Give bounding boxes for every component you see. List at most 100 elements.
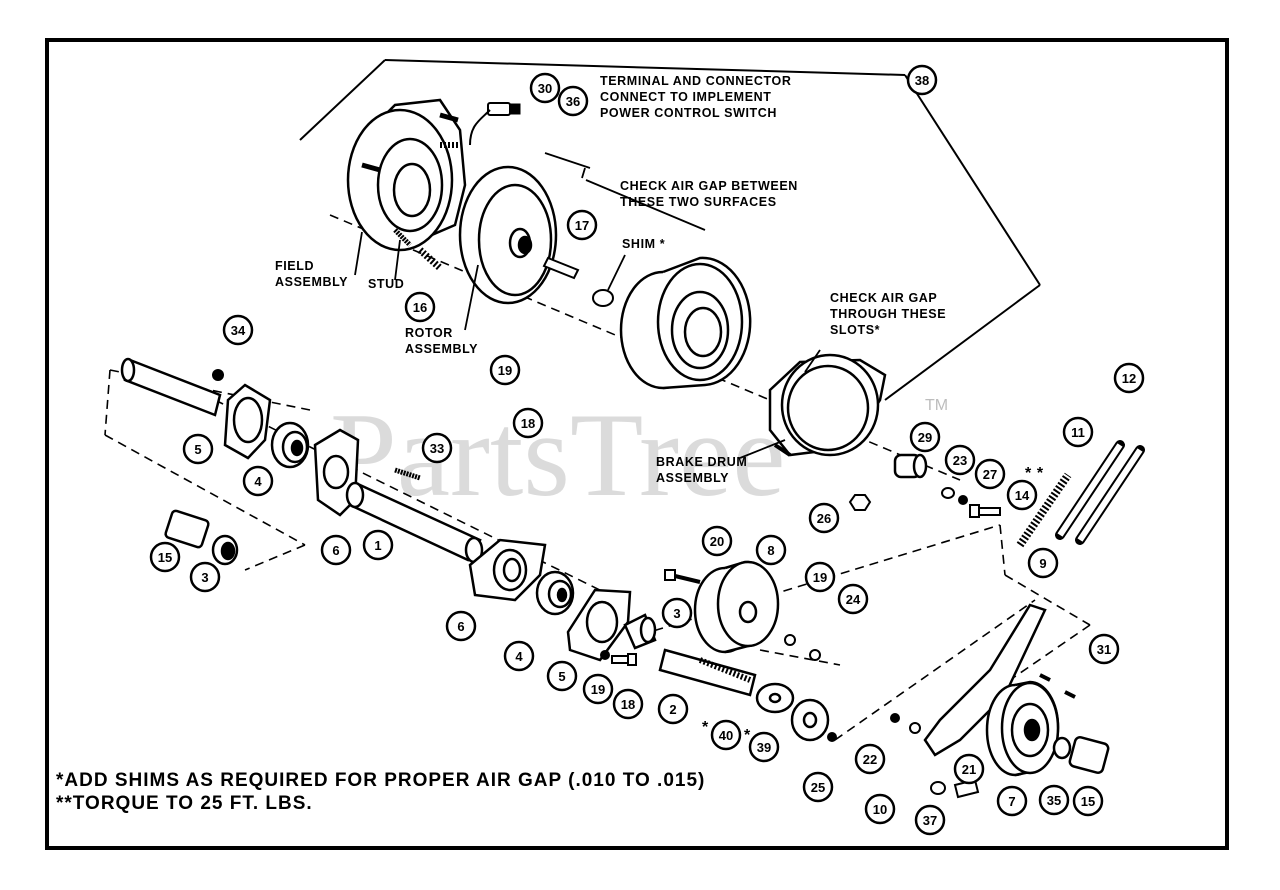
watermark-tm: TM — [925, 397, 948, 414]
part-19-washer-right — [784, 634, 796, 646]
callout-circle-3 — [661, 597, 693, 629]
callout-number-16: 16 — [413, 300, 427, 315]
splined-shaft — [120, 357, 222, 417]
callout-number-22: 22 — [863, 752, 877, 767]
callout-number-2: 2 — [669, 702, 676, 717]
callout-number-29: 29 — [918, 430, 932, 445]
callout-number-19: 19 — [813, 570, 827, 585]
callout-number-39: 39 — [757, 740, 771, 755]
callout-circle-27 — [974, 458, 1006, 490]
rotor-assembly — [458, 165, 558, 305]
callout-circle-38 — [906, 64, 938, 96]
label-terminal-line2: CONNECT TO IMPLEMENT — [600, 90, 772, 104]
callout-number-15: 15 — [158, 550, 172, 565]
note-torque: **TORQUE TO 25 FT. LBS. — [56, 793, 313, 814]
part-9-arm — [923, 603, 1047, 757]
label-stud: STUD — [368, 277, 404, 291]
part-4-bearing-center — [535, 570, 575, 616]
label-star-39: * — [744, 727, 751, 744]
callout-number-20: 20 — [710, 534, 724, 549]
callout-number-6: 6 — [457, 619, 464, 634]
label-airgap-slots-line3: SLOTS* — [830, 323, 880, 337]
callout-circle-17 — [566, 209, 598, 241]
label-rotor-line1: ROTOR — [405, 326, 453, 340]
part-10-washer — [909, 722, 921, 734]
callout-number-23: 23 — [953, 453, 967, 468]
part-12-rods — [1055, 440, 1145, 545]
part-5-flange-left — [223, 383, 272, 460]
callout-number-18: 18 — [521, 416, 535, 431]
label-field-line2: ASSEMBLY — [275, 275, 348, 289]
part-25-nut — [827, 732, 837, 742]
callout-number-11: 11 — [1071, 425, 1085, 440]
part-19-nut-center — [600, 650, 610, 660]
callout-circle-22 — [854, 743, 886, 775]
label-torque-stars: * * — [1025, 465, 1044, 482]
part-1-tube — [345, 481, 484, 564]
callout-circle-18 — [512, 407, 544, 439]
callout-circle-20 — [701, 525, 733, 557]
part-16-screw — [417, 247, 443, 271]
callout-circle-19 — [582, 673, 614, 705]
callout-circle-15 — [1072, 785, 1104, 817]
callout-number-38: 38 — [915, 73, 929, 88]
callout-circle-35 — [1038, 784, 1070, 816]
part-22-nut — [890, 713, 900, 723]
callout-number-35: 35 — [1047, 793, 1061, 808]
callout-number-15: 15 — [1081, 794, 1095, 809]
part-26-nut — [848, 494, 872, 511]
part-17-key — [542, 256, 580, 280]
callout-circle-40 — [710, 719, 742, 751]
callout-number-34: 34 — [231, 323, 246, 338]
callout-circle-19 — [804, 561, 836, 593]
callout-circle-21 — [953, 753, 985, 785]
label-airgap-slots-line1: CHECK AIR GAP — [830, 291, 937, 305]
part-24-nut — [809, 649, 821, 661]
part-8-pulley — [693, 560, 780, 654]
label-rotor-line2: ASSEMBLY — [405, 342, 478, 356]
callout-circle-2 — [657, 693, 689, 725]
part-35-ring — [1052, 736, 1072, 760]
callout-number-19: 19 — [498, 363, 512, 378]
part-34-nut — [212, 369, 224, 381]
callout-number-8: 8 — [767, 543, 774, 558]
label-brake-line2: ASSEMBLY — [656, 471, 729, 485]
callout-circle-19 — [489, 354, 521, 386]
callout-number-30: 30 — [538, 81, 552, 96]
watermark: PartsTree — [330, 388, 786, 521]
callout-circle-23 — [944, 444, 976, 476]
callout-circle-4 — [242, 465, 274, 497]
callout-number-9: 9 — [1039, 556, 1046, 571]
callout-number-37: 37 — [923, 813, 937, 828]
callout-number-40: 40 — [719, 728, 733, 743]
callout-circle-37 — [914, 804, 946, 836]
callout-number-18: 18 — [621, 697, 635, 712]
callout-circle-16 — [404, 291, 436, 323]
callout-circle-9 — [1027, 547, 1059, 579]
brake-drum-assembly — [768, 353, 887, 457]
leader-lines — [354, 152, 821, 459]
callout-circle-25 — [802, 771, 834, 803]
part-4-bearing-left — [270, 421, 310, 469]
callout-number-17: 17 — [575, 218, 589, 233]
part-31-screws — [1039, 673, 1076, 699]
part-2-shaft — [658, 648, 757, 697]
part-29-bushing — [893, 453, 928, 479]
part-40-washer — [755, 682, 795, 714]
diagram-frame — [45, 38, 1229, 850]
callout-number-5: 5 — [194, 442, 201, 457]
callout-circle-12 — [1113, 362, 1145, 394]
callout-number-14: 14 — [1015, 488, 1030, 503]
callout-circle-36 — [557, 85, 589, 117]
label-field-line1: FIELD — [275, 259, 314, 273]
part-37-washer — [930, 781, 946, 795]
clutch-pulley — [619, 256, 752, 390]
callout-number-6: 6 — [332, 543, 339, 558]
part-33-screw — [394, 467, 421, 481]
part-15-sleeve-left — [164, 509, 210, 549]
stud — [393, 228, 412, 247]
callout-circle-29 — [909, 421, 941, 453]
label-brake-line1: BRAKE DRUM — [656, 455, 747, 469]
callout-number-3: 3 — [673, 606, 680, 621]
